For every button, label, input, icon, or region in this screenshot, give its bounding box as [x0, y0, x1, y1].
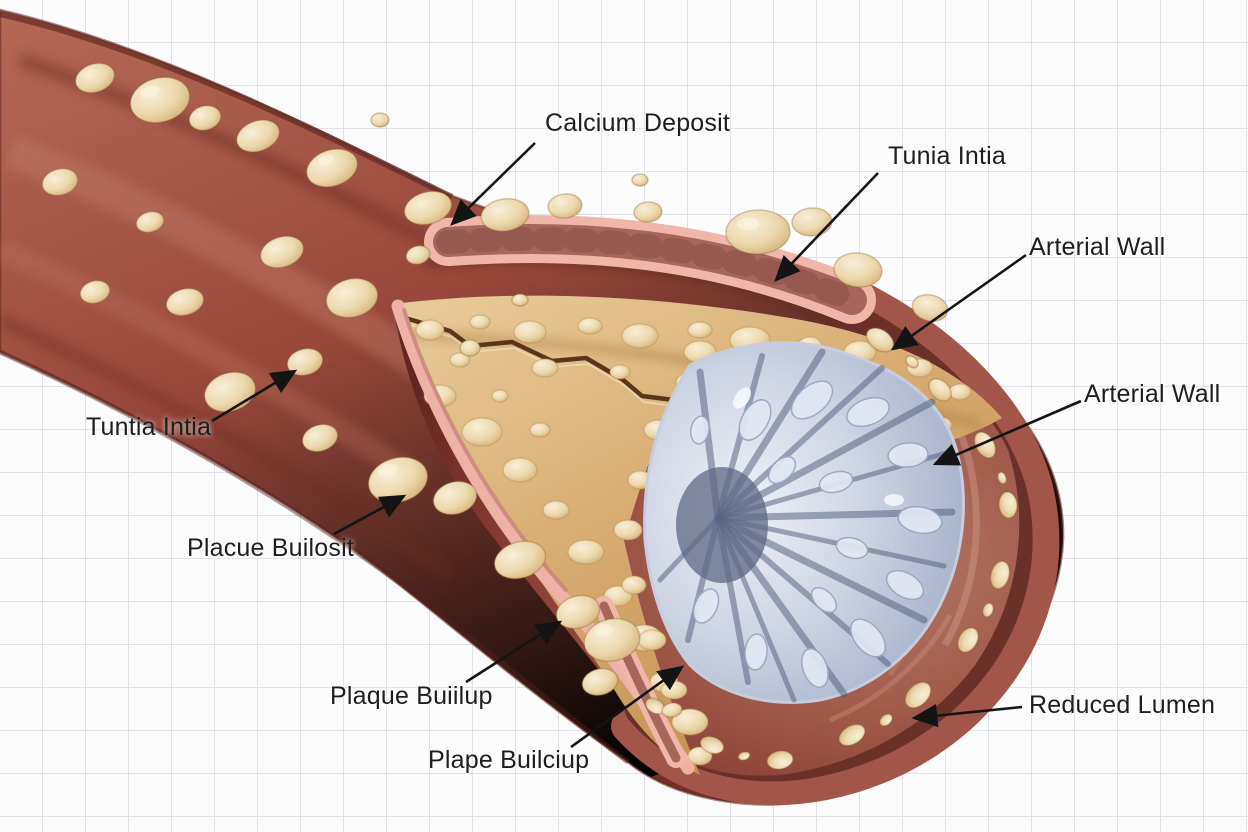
label-placue-builosit: Placue Builosit	[187, 534, 354, 562]
label-arrows	[211, 142, 1082, 749]
label-reduced-lumen: Reduced Lumen	[1029, 691, 1216, 719]
label-plaque-buiilup: Plaque Buiilup	[330, 682, 493, 710]
arrow-tunia-intia	[774, 172, 879, 282]
label-arterial-wall-1: Arterial Wall	[1029, 233, 1166, 261]
arrow-arterial-wall-1	[890, 253, 1027, 351]
label-tuntia-intia: Tuntia Intia	[86, 413, 212, 441]
exterior-calcium-blobs	[41, 62, 949, 718]
arrow-reduced-lumen	[911, 703, 1023, 728]
arrow-plape-builciup	[570, 665, 685, 749]
arrow-calcium-deposit	[450, 142, 536, 226]
arrow-tuntia-intia	[211, 369, 298, 423]
crystal-lumen-occlusion	[643, 341, 965, 704]
arrow-arterial-wall-2	[932, 399, 1082, 466]
blob-highlights	[140, 85, 759, 637]
label-calcium-deposit: Calcium Deposit	[545, 109, 731, 137]
ring-calcium-deposits	[644, 327, 1018, 770]
arrow-plaque-buiilup	[465, 620, 563, 684]
arrow-placue-builosit	[333, 494, 407, 536]
label-tunia-intia: Tunia Intia	[888, 142, 1007, 170]
label-arterial-wall-2: Arterial Wall	[1084, 380, 1221, 408]
label-plape-builciup: Plape Builciup	[428, 746, 590, 774]
